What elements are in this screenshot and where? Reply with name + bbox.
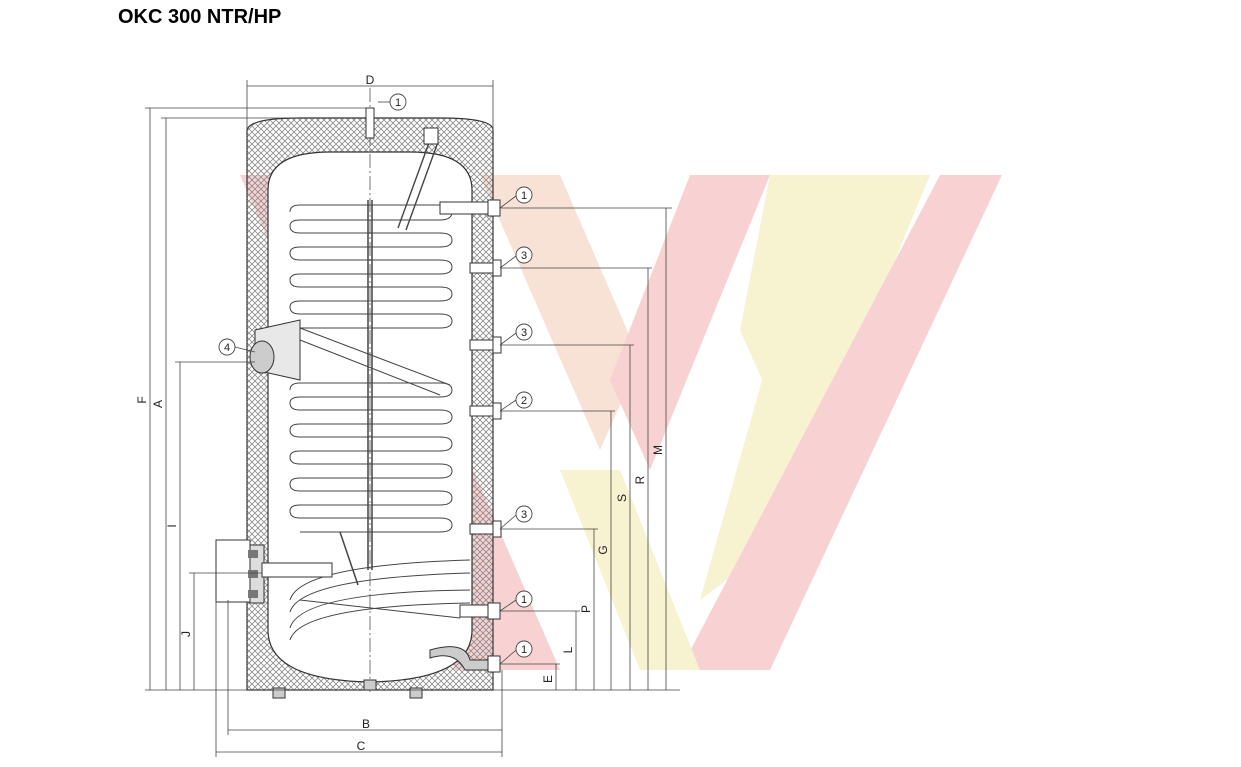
dim-l: L [561, 646, 575, 653]
dim-e: E [541, 675, 555, 683]
top-outlet [365, 107, 375, 139]
callout-top: 1 [395, 97, 401, 109]
callout-right-5: 3 [521, 509, 527, 521]
callout-right-6: 1 [521, 594, 527, 606]
dim-i: I [165, 524, 179, 527]
callout-left-4: 4 [224, 342, 230, 354]
dim-c: C [357, 739, 366, 753]
dim-r: R [633, 475, 647, 484]
tank-feet [272, 679, 423, 699]
dim-g: G [596, 545, 610, 554]
callout-right-7: 1 [521, 644, 527, 656]
callout-right-1: 1 [521, 190, 527, 202]
dim-m: M [651, 445, 665, 455]
dim-j: J [179, 631, 193, 637]
sensor-sleeve [397, 139, 431, 229]
page-title: OKC 300 NTR/HP [118, 6, 282, 28]
dim-p: P [579, 605, 593, 613]
right-connections [429, 199, 502, 673]
callout-right-3: 3 [521, 327, 527, 339]
heater-flange [215, 539, 333, 604]
upper-coil [289, 204, 453, 533]
dim-s: S [615, 494, 629, 502]
callout-right-2: 3 [521, 250, 527, 262]
dim-d: D [366, 73, 375, 87]
dim-a: A [151, 400, 165, 408]
thermometer-port [249, 319, 301, 381]
lower-coil [289, 559, 471, 641]
dim-b: B [362, 717, 370, 731]
dim-f: F [135, 396, 149, 403]
callout-right-4: 2 [521, 395, 527, 407]
